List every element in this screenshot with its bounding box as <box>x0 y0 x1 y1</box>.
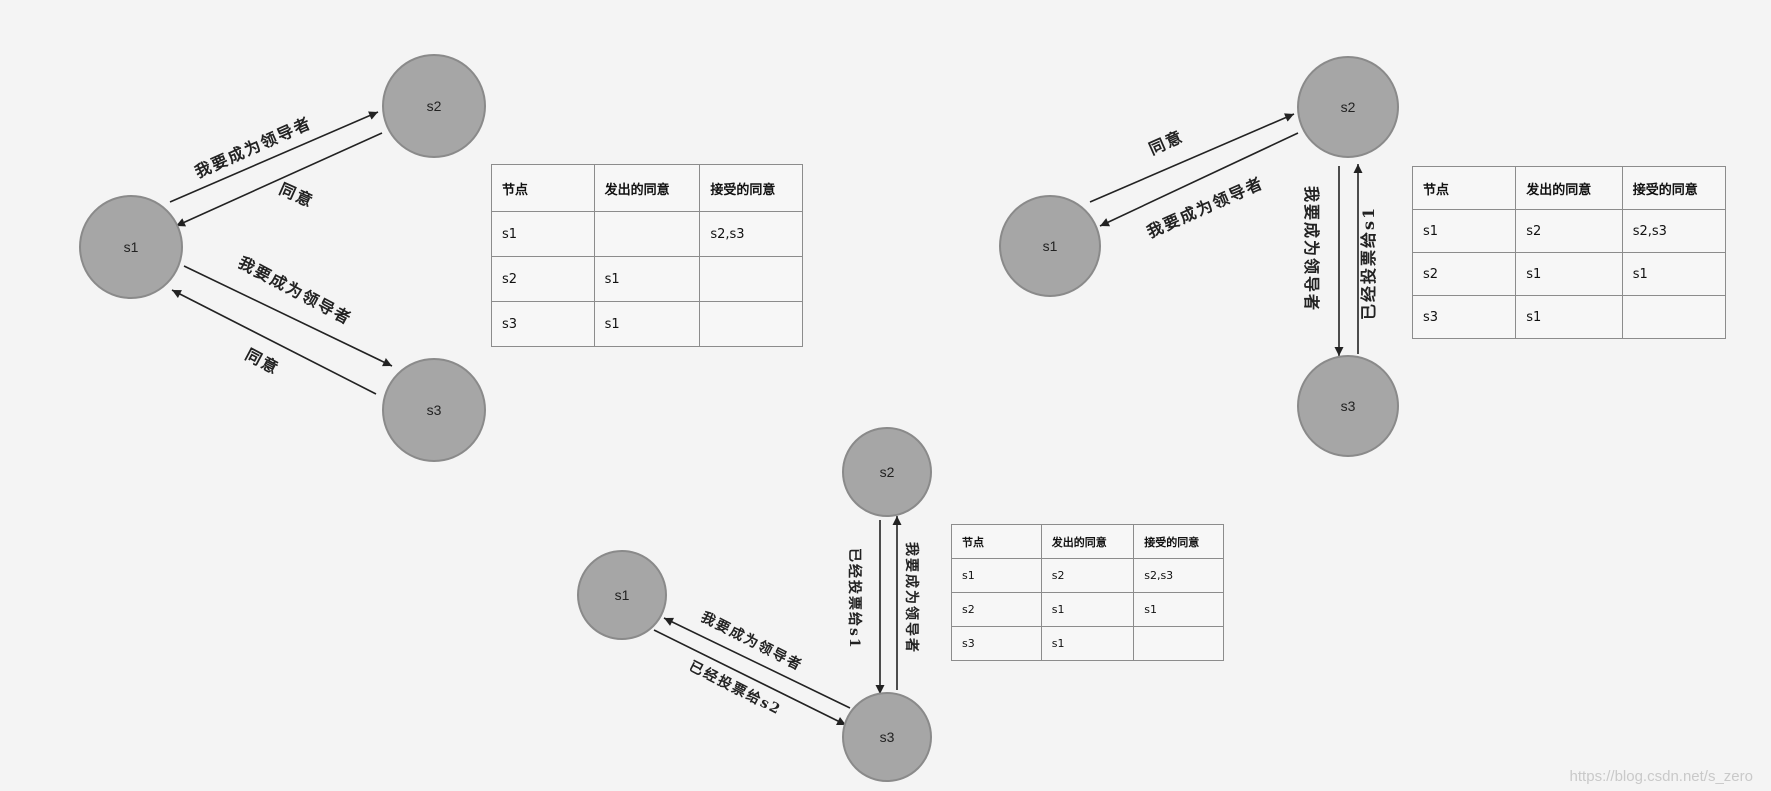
edge-label-d3-s2-to-s3: 已经投票给s1 <box>846 548 863 650</box>
table-cell: s1 <box>1515 295 1623 339</box>
table-cell: s3 <box>491 301 595 347</box>
table-cell: s1 <box>1133 592 1224 627</box>
watermark: https://blog.csdn.net/s_zero <box>1569 768 1753 785</box>
table-cell <box>1621 295 1727 339</box>
node-label: s1 <box>1043 238 1058 254</box>
table-row: s3 s1 <box>1411 295 1727 339</box>
node-label: s2 <box>880 464 895 480</box>
table-row: s3 s1 <box>491 301 803 347</box>
table-cell: s2 <box>1411 252 1517 296</box>
table-cell: s2 <box>491 256 595 302</box>
node-d3-s2: s2 <box>842 427 932 517</box>
edge-label-d2-s2-to-s3: 我要成为领导者 <box>1302 186 1321 312</box>
edge-label-d1-s3-to-s1: 同意 <box>242 345 283 379</box>
table-cell: s1 <box>593 256 701 302</box>
vote-table-2: 节点 发出的同意 接受的同意 s1 s2 s2,s3 s2 s1 s1 s3 s… <box>1411 166 1727 339</box>
table-cell: s1 <box>1411 209 1517 253</box>
table-row: s1 s2 s2,s3 <box>1411 209 1727 253</box>
diagram1: 我要成为领导者 同意 我要成为领导者 同意 s1 s2 s3 <box>79 54 486 462</box>
node-d1-s3: s3 <box>382 358 486 462</box>
table-cell: s2,s3 <box>1133 558 1224 593</box>
vote-table-1: 节点 发出的同意 接受的同意 s1 s2,s3 s2 s1 s3 s1 <box>491 164 803 347</box>
table-cell: s2 <box>1515 209 1623 253</box>
table-cell: s2 <box>1040 558 1135 593</box>
edge-d3-s3-to-s1 <box>663 617 851 709</box>
diagram3: 已经投票给s1 我要成为领导者 我要成为领导者 已经投票给s2 s1 s2 s3 <box>577 427 932 782</box>
table-header-row: 节点 发出的同意 接受的同意 <box>951 524 1224 559</box>
edge-d1-s1-to-s2 <box>169 111 379 203</box>
node-label: s1 <box>615 587 630 603</box>
node-d2-s3: s3 <box>1297 355 1399 457</box>
node-d1-s1: s1 <box>79 195 183 299</box>
table-header: 发出的同意 <box>593 164 701 212</box>
vote-table-3: 节点 发出的同意 接受的同意 s1 s2 s2,s3 s2 s1 s1 s3 s… <box>951 524 1224 661</box>
edge-label-d2-s1-to-s2: 同意 <box>1146 127 1187 159</box>
table-cell: s1 <box>1040 626 1135 661</box>
edge-d3-s1-to-s3 <box>653 629 847 726</box>
edge-label-d1-s2-to-s1: 同意 <box>276 179 317 211</box>
table-cell <box>1133 626 1224 661</box>
table-cell: s1 <box>491 211 595 257</box>
node-label: s3 <box>1341 398 1356 414</box>
table-header: 接受的同意 <box>1133 524 1224 559</box>
node-label: s2 <box>1341 99 1356 115</box>
table-row: s2 s1 s1 <box>951 592 1224 627</box>
table-cell <box>699 256 803 302</box>
table-header: 节点 <box>951 524 1042 559</box>
table-header: 接受的同意 <box>699 164 803 212</box>
table-row: s1 s2 s2,s3 <box>951 558 1224 593</box>
node-label: s1 <box>124 239 139 255</box>
table-header-row: 节点 发出的同意 接受的同意 <box>491 164 803 212</box>
node-d1-s2: s2 <box>382 54 486 158</box>
table-header: 发出的同意 <box>1515 166 1623 210</box>
table-row: s3 s1 <box>951 626 1224 661</box>
table-cell <box>593 211 701 257</box>
node-label: s3 <box>880 729 895 745</box>
table-cell: s1 <box>1515 252 1623 296</box>
edge-label-d3-s3-to-s2: 我要成为领导者 <box>903 542 920 654</box>
table-cell: s1 <box>951 558 1042 593</box>
edge-d1-s1-to-s3 <box>183 265 393 367</box>
table-header: 节点 <box>491 164 595 212</box>
table-cell: s2,s3 <box>699 211 803 257</box>
table-cell: s1 <box>1621 252 1727 296</box>
table-row: s2 s1 <box>491 256 803 302</box>
edge-d1-s2-to-s1 <box>175 132 383 227</box>
table-cell: s2 <box>951 592 1042 627</box>
table-cell: s1 <box>593 301 701 347</box>
edge-label-d2-s2-to-s1: 我要成为领导者 <box>1144 173 1267 242</box>
table-header-row: 节点 发出的同意 接受的同意 <box>1411 166 1727 210</box>
table-row: s1 s2,s3 <box>491 211 803 257</box>
table-cell: s2,s3 <box>1621 209 1727 253</box>
node-label: s2 <box>427 98 442 114</box>
table-cell: s1 <box>1040 592 1135 627</box>
table-header: 接受的同意 <box>1621 166 1727 210</box>
table-cell: s3 <box>951 626 1042 661</box>
node-label: s3 <box>427 402 442 418</box>
table-header: 节点 <box>1411 166 1517 210</box>
node-d2-s1: s1 <box>999 195 1101 297</box>
edge-label-d3-s3-to-s1: 我要成为领导者 <box>698 608 806 674</box>
node-d2-s2: s2 <box>1297 56 1399 158</box>
edge-d2-s2-to-s1 <box>1099 132 1299 227</box>
diagram2: 同意 我要成为领导者 我要成为领导者 已经投票给s1 s1 s2 s3 <box>999 56 1399 457</box>
edge-label-d2-s3-to-s2: 已经投票给s1 <box>1359 206 1378 320</box>
node-d3-s3: s3 <box>842 692 932 782</box>
table-cell <box>699 301 803 347</box>
table-cell: s3 <box>1411 295 1517 339</box>
node-d3-s1: s1 <box>577 550 667 640</box>
edge-label-d1-s1-to-s3: 我要成为领导者 <box>235 253 355 329</box>
edge-d2-s1-to-s2 <box>1089 113 1295 203</box>
table-row: s2 s1 s1 <box>1411 252 1727 296</box>
edge-d1-s3-to-s1 <box>171 289 377 395</box>
table-header: 发出的同意 <box>1040 524 1135 559</box>
